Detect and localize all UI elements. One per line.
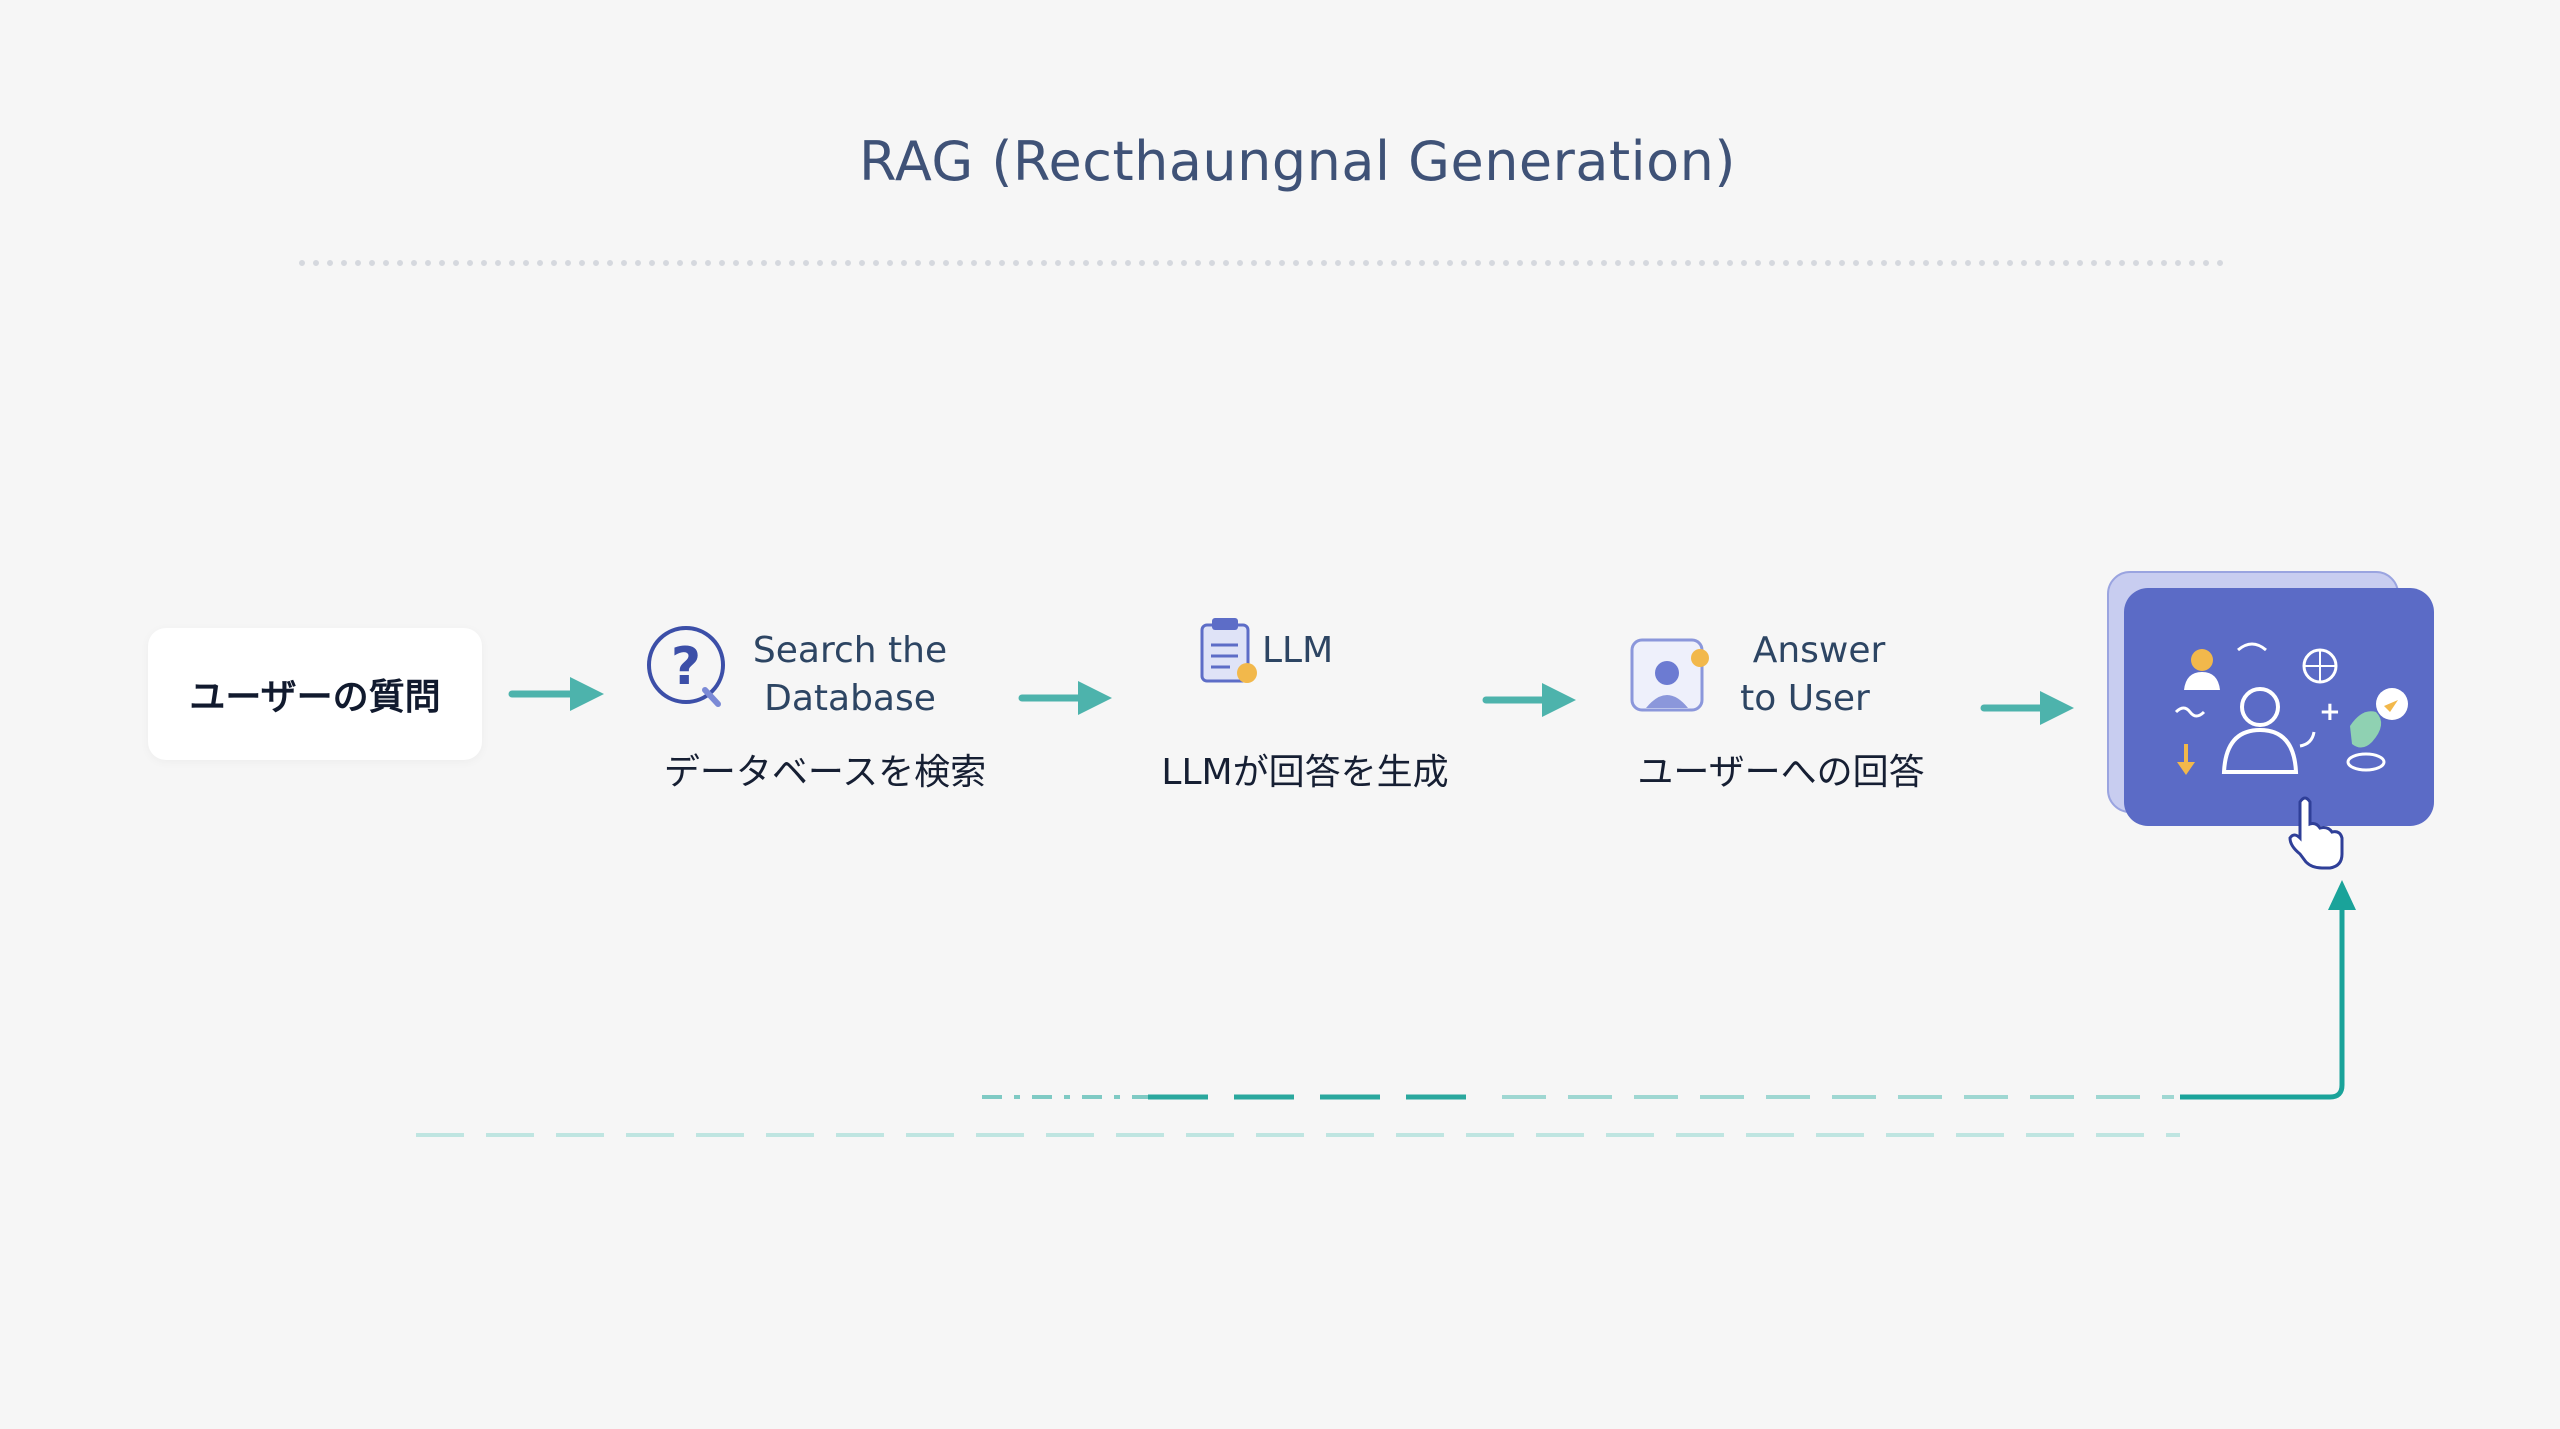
step-llm-title: LLM	[1262, 630, 1334, 671]
step-search-subtitle: データベースを検索	[663, 752, 987, 793]
user-network-icon: +	[2174, 642, 2408, 775]
clipboard-document-icon	[1200, 618, 1257, 683]
user-question-node: ユーザーの質問	[148, 628, 482, 760]
step-search-title-line2: Database	[764, 678, 936, 719]
flow-arrow-2	[1018, 681, 1112, 715]
svg-text:?: ?	[671, 637, 701, 697]
step-answer-title: Answer to User	[1710, 627, 1900, 723]
user-question-label: ユーザーの質問	[189, 677, 441, 718]
feedback-arrow	[2180, 880, 2356, 1100]
page-title: RAG (Recthaungnal Generation)	[859, 130, 1736, 193]
step-search-title-line1: Search the	[752, 630, 948, 671]
question-search-icon: ?	[647, 626, 725, 707]
step-search-title: Search the Database	[740, 627, 960, 723]
step-answer-title-line1: Answer	[1752, 630, 1886, 671]
hand-pointer-icon	[2288, 796, 2344, 870]
step-llm-subtitle: LLMが回答を生成	[1161, 752, 1449, 793]
flow-arrow-1	[508, 677, 604, 711]
step-answer-title-line2: to User	[1740, 678, 1870, 719]
step-answer-subtitle: ユーザーへの回答	[1637, 752, 1925, 793]
user-profile-icon	[1630, 638, 1709, 712]
flow-arrow-4	[1980, 691, 2074, 725]
svg-text:+: +	[2319, 697, 2341, 727]
flow-arrow-3	[1482, 683, 1576, 717]
